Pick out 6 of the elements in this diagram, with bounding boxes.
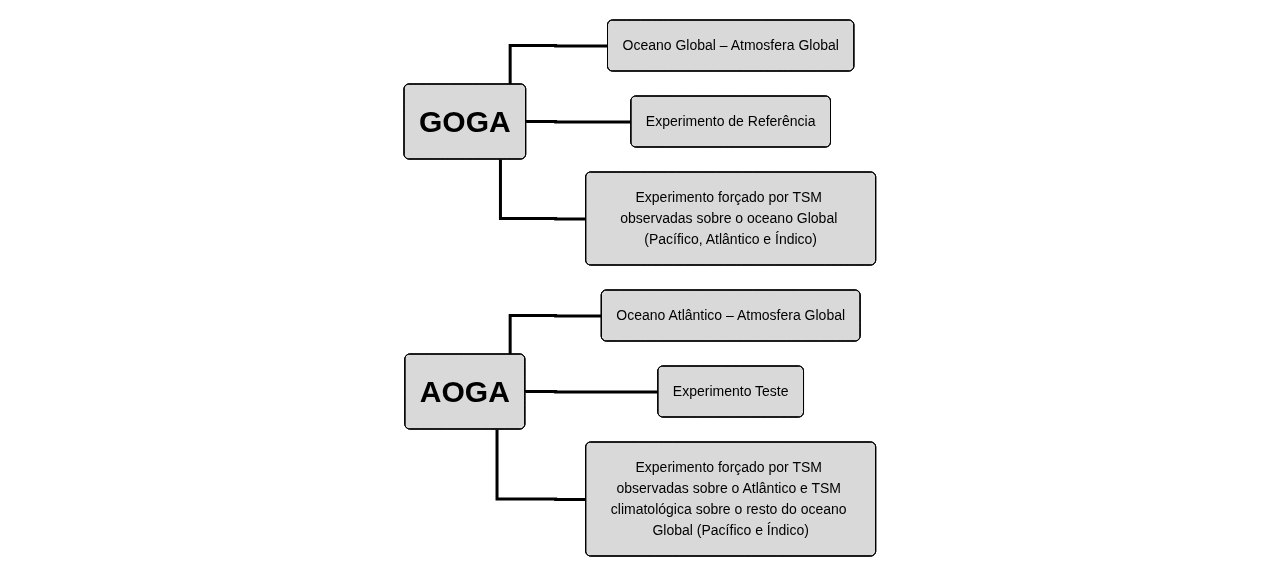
connector [498, 159, 586, 221]
connector [523, 390, 658, 394]
connector [495, 429, 586, 501]
connector [508, 314, 602, 355]
connector [524, 120, 631, 124]
connector [508, 44, 608, 85]
